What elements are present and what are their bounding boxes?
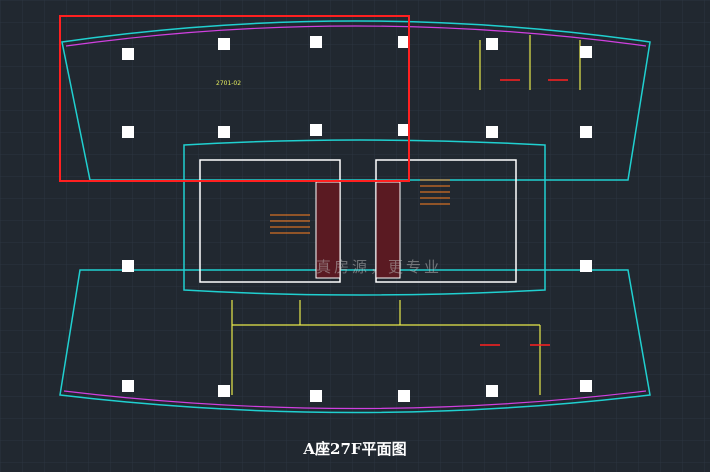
unit-label: 2701-02 xyxy=(216,80,242,87)
lower-curtain-wall xyxy=(63,390,647,410)
plan-title: A座27F平面图 xyxy=(303,440,407,458)
elevator-shaft-right xyxy=(375,181,401,279)
lower-wing-outline xyxy=(59,269,651,414)
columns xyxy=(122,36,592,402)
upper-curtain-wall xyxy=(65,25,647,47)
core-outline xyxy=(183,139,546,296)
stairs xyxy=(270,179,450,234)
doors xyxy=(480,79,568,346)
elevator-shaft-left xyxy=(315,181,341,279)
selected-unit-highlight[interactable] xyxy=(59,15,410,182)
upper-wing-outline xyxy=(61,20,651,181)
watermark-slogan: 真房源，更专业 xyxy=(316,258,443,276)
